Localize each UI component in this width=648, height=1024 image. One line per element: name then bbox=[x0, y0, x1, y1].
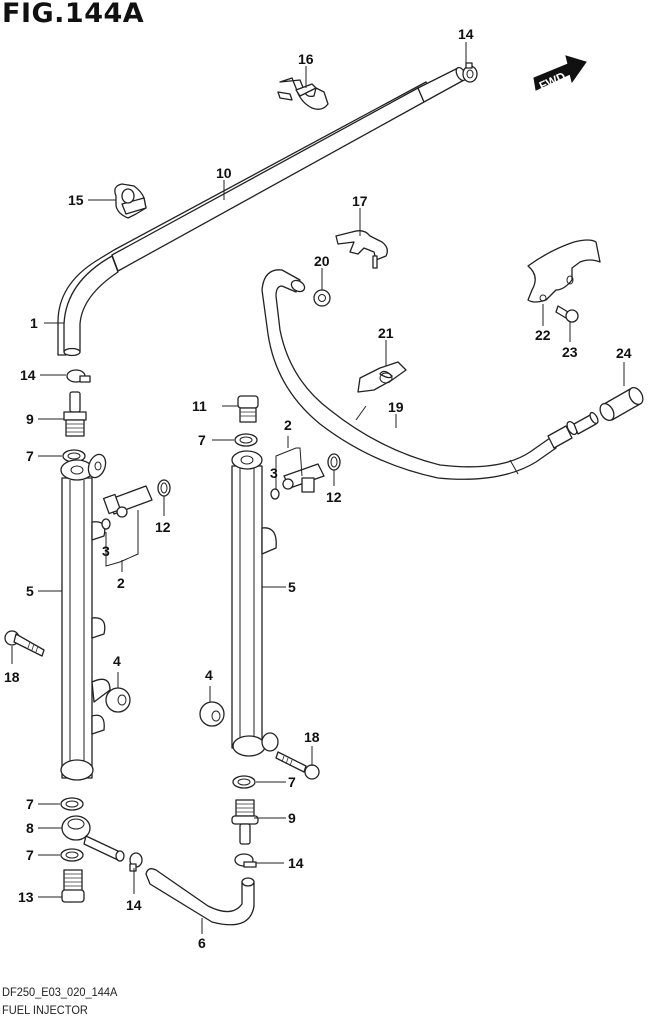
clip-14-top[interactable] bbox=[462, 62, 478, 83]
clip-14-left[interactable] bbox=[66, 369, 91, 383]
clamp-17[interactable] bbox=[335, 230, 388, 269]
callout-19: 19 bbox=[388, 399, 404, 415]
callout-7: 7 bbox=[198, 432, 206, 448]
o-ring-3-left[interactable] bbox=[101, 518, 111, 530]
gasket-7-left-bottom[interactable] bbox=[60, 848, 84, 862]
figure-name: FUEL INJECTOR bbox=[2, 1003, 88, 1017]
callout-14: 14 bbox=[126, 897, 142, 913]
callout-1: 1 bbox=[30, 315, 38, 331]
callout-11: 11 bbox=[192, 398, 207, 414]
gasket-7-left-mid[interactable] bbox=[60, 797, 84, 811]
grommet-4-left[interactable] bbox=[105, 687, 131, 713]
callout-24: 24 bbox=[616, 345, 632, 361]
callout-23: 23 bbox=[562, 344, 578, 360]
callout-12: 12 bbox=[155, 519, 171, 535]
o-ring-3-right[interactable] bbox=[270, 488, 280, 500]
callout-3: 3 bbox=[102, 543, 110, 559]
callout-4: 4 bbox=[205, 667, 213, 683]
hose-6[interactable] bbox=[145, 868, 255, 926]
leader-lines bbox=[11, 42, 625, 934]
union-8[interactable] bbox=[61, 815, 125, 862]
figure-code: DF250_E03_020_144A bbox=[2, 985, 118, 999]
injector-2-right[interactable] bbox=[282, 463, 325, 493]
figure-title: FIG.144A bbox=[2, 0, 145, 29]
callout-7: 7 bbox=[26, 847, 34, 863]
bolt-18-left[interactable] bbox=[4, 630, 45, 657]
seal-12-right[interactable] bbox=[327, 453, 341, 471]
callout-13: 13 bbox=[18, 889, 34, 905]
clip-20[interactable] bbox=[313, 289, 331, 307]
fuel-rail-5-right[interactable] bbox=[231, 450, 279, 757]
callout-5: 5 bbox=[288, 579, 296, 595]
callout-14: 14 bbox=[458, 26, 474, 42]
union-bolt-13[interactable] bbox=[61, 869, 85, 903]
bolt-23[interactable] bbox=[555, 305, 579, 323]
callout-7: 7 bbox=[26, 796, 34, 812]
callout-21: 21 bbox=[378, 325, 394, 341]
callout-22: 22 bbox=[535, 327, 551, 343]
callout-20: 20 bbox=[314, 253, 330, 269]
callout-14: 14 bbox=[288, 855, 304, 871]
fitting-9-left[interactable] bbox=[63, 391, 87, 437]
callout-6: 6 bbox=[198, 935, 206, 951]
callout-2: 2 bbox=[284, 417, 292, 433]
clip-14-bottom-right[interactable] bbox=[234, 853, 257, 868]
callout-3: 3 bbox=[270, 465, 278, 481]
fuel-rail-5-left[interactable] bbox=[60, 452, 111, 781]
hose-19[interactable] bbox=[261, 269, 600, 480]
callout-4: 4 bbox=[113, 653, 121, 669]
protector-24[interactable] bbox=[597, 385, 645, 423]
injector-2-left[interactable] bbox=[102, 485, 153, 518]
callout-labels: 1 14 9 7 5 18 4 3 2 12 7 8 7 13 14 6 14 … bbox=[4, 26, 632, 951]
callout-18: 18 bbox=[4, 669, 20, 685]
callout-7: 7 bbox=[288, 774, 296, 790]
clip-14-bottom-left[interactable] bbox=[129, 852, 143, 872]
clamp-15[interactable] bbox=[114, 183, 147, 219]
grommet-4-right[interactable] bbox=[199, 701, 225, 727]
plug-11[interactable] bbox=[237, 395, 259, 423]
seal-12-left[interactable] bbox=[157, 479, 171, 497]
callout-9: 9 bbox=[288, 810, 296, 826]
callout-18: 18 bbox=[304, 729, 320, 745]
callout-9: 9 bbox=[26, 411, 34, 427]
clamp-16[interactable] bbox=[277, 77, 329, 110]
callout-7: 7 bbox=[26, 448, 34, 464]
callout-16: 16 bbox=[298, 51, 314, 67]
clamp-21[interactable] bbox=[357, 361, 407, 393]
gasket-7-right-bottom[interactable] bbox=[232, 775, 256, 789]
callout-8: 8 bbox=[26, 820, 34, 836]
bolt-18-right[interactable] bbox=[275, 751, 320, 780]
fwd-label: FWD bbox=[537, 69, 568, 93]
callout-5: 5 bbox=[26, 583, 34, 599]
bracket-22[interactable] bbox=[527, 239, 601, 303]
callout-12: 12 bbox=[326, 489, 342, 505]
callout-2: 2 bbox=[117, 575, 125, 591]
callout-14: 14 bbox=[20, 367, 36, 383]
fitting-9-right[interactable] bbox=[231, 799, 259, 845]
callout-10: 10 bbox=[216, 165, 232, 181]
hose-10[interactable] bbox=[57, 66, 468, 357]
callout-15: 15 bbox=[68, 192, 84, 208]
fwd-arrow-icon: FWD bbox=[533, 55, 587, 93]
gasket-7-right-top[interactable] bbox=[234, 433, 258, 447]
callout-17: 17 bbox=[352, 193, 368, 209]
